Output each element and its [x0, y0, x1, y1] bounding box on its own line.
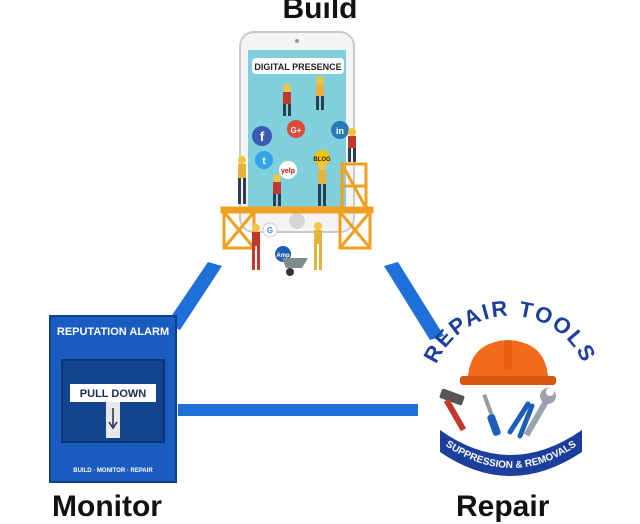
worker [283, 84, 291, 116]
phone-camera [295, 39, 299, 43]
google-icon [262, 222, 278, 238]
monitor-label: Monitor [52, 490, 162, 523]
blog-icon [314, 150, 330, 166]
suppression-ribbon-text: SUPPRESSION & REMOVALS [444, 439, 579, 471]
scaffolding [220, 162, 374, 250]
google-plus-icon-letter: G+ [291, 126, 302, 135]
yelp-icon [279, 161, 297, 179]
worker [318, 162, 326, 206]
triangle-connectors [166, 262, 444, 416]
twitter-icon-letter: t [262, 156, 266, 167]
linkedin-icon [331, 121, 349, 139]
phone-home-button [289, 213, 305, 229]
build-label: Build [282, 0, 358, 25]
alarm-footer: BUILD · MONITOR · REPAIR [73, 468, 153, 474]
google-icon-letter: G [267, 226, 273, 235]
pliers-icon [507, 401, 535, 439]
construction-workers [238, 76, 356, 276]
repair-tools-badge: REPAIR TOOLS SUPPRESSION & R [418, 295, 600, 476]
facebook-icon [252, 126, 272, 146]
linkedin-icon-letter: in [336, 126, 344, 136]
hammer-icon [439, 388, 467, 432]
hard-hat-icon [460, 340, 556, 385]
worker [273, 174, 281, 206]
digital-presence-banner [252, 58, 344, 74]
worker [314, 222, 322, 270]
bottom-connector [178, 404, 418, 416]
phone-illustration: DIGITAL PRESENCE f G+ in t yelp BLOG G A… [220, 31, 374, 276]
alarm-handle-text: PULL DOWN [80, 388, 146, 400]
digital-presence-text: DIGITAL PRESENCE [254, 62, 341, 72]
twitter-icon [255, 151, 273, 169]
alarm-title: REPUTATION ALARM [57, 326, 169, 338]
blog-icon-letter: BLOG [313, 157, 331, 163]
suppression-ribbon [440, 430, 582, 476]
worker [348, 128, 356, 162]
worker [316, 76, 324, 110]
google-plus-icon [287, 120, 305, 138]
right-connector [384, 262, 444, 340]
amp-icon-letter: Amp [276, 253, 290, 259]
worker [252, 224, 260, 270]
worker [238, 156, 246, 204]
arrow-down-icon [108, 408, 118, 430]
wheelbarrow [282, 258, 308, 276]
wrench-icon [523, 388, 556, 437]
alarm-handle-area [70, 384, 156, 402]
left-connector [166, 262, 222, 330]
repair-label: Repair [456, 490, 550, 523]
yelp-icon-letter: yelp [281, 168, 295, 175]
facebook-icon-letter: f [260, 129, 265, 144]
screwdriver-icon [482, 393, 501, 436]
reputation-alarm: REPUTATION ALARM PULL DOWN BUILD · MONIT… [49, 315, 177, 483]
